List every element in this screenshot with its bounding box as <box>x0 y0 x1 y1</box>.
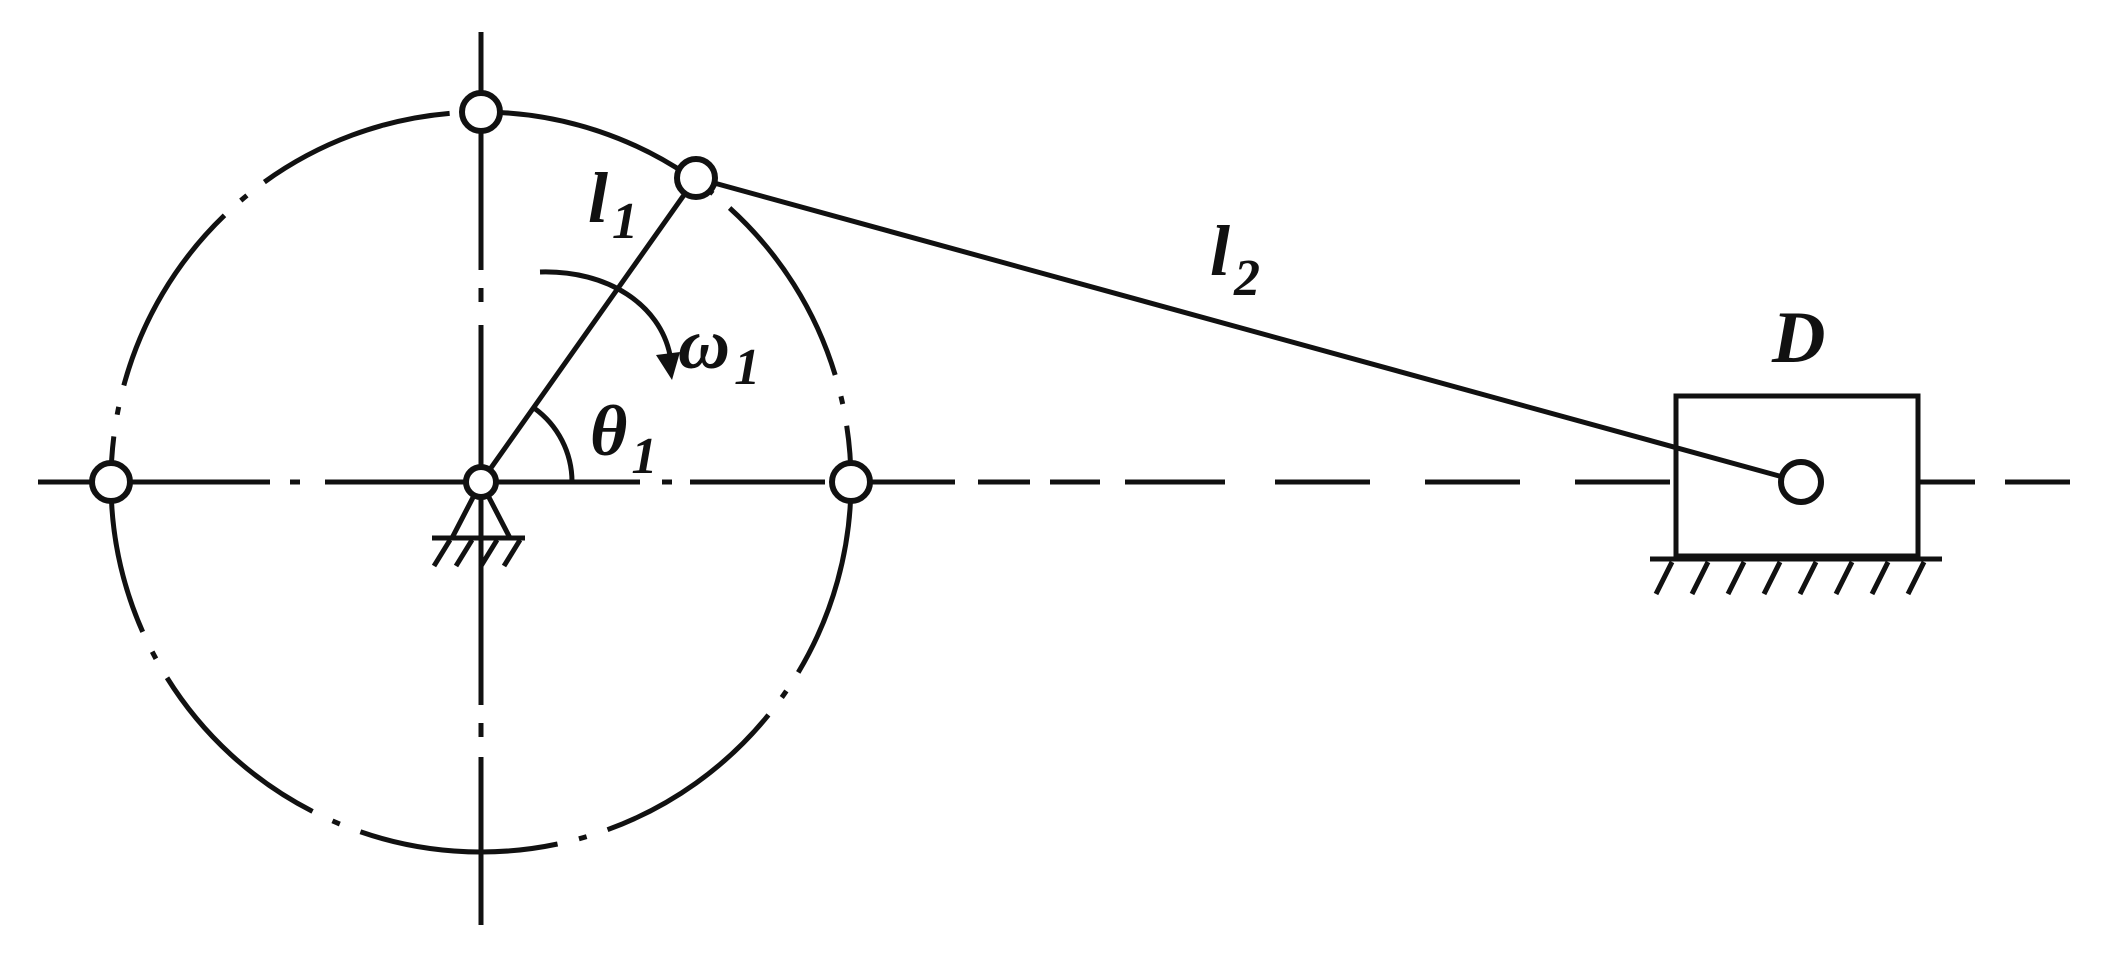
label-theta: θ1 <box>590 391 657 485</box>
label-slider-d: D <box>1771 297 1825 379</box>
crank-pin-joint <box>674 156 718 200</box>
label-l2-sub: 2 <box>1233 250 1260 307</box>
label-l1: l1 <box>588 158 638 250</box>
label-l2: l2 <box>1210 211 1260 307</box>
crank-link-l1 <box>478 176 699 484</box>
label-theta-main: θ <box>590 391 627 471</box>
left-position-joint <box>89 460 133 504</box>
slider-block <box>1673 393 1921 559</box>
label-omega-sub: 1 <box>734 339 760 396</box>
label-l1-sub: 1 <box>612 193 638 250</box>
ground-pivot-joint <box>463 464 499 500</box>
label-l1-main: l <box>588 158 608 238</box>
label-l2-main: l <box>1210 211 1230 291</box>
label-omega-main: ω <box>678 304 730 384</box>
slider-ground <box>1650 556 1942 596</box>
slider-pin-joint <box>1778 459 1824 505</box>
theta-angle-arc <box>532 405 575 483</box>
right-position-joint <box>829 460 873 504</box>
label-theta-sub: 1 <box>631 428 657 485</box>
coupler-link-l2 <box>695 175 1802 485</box>
omega-rotation-arrow <box>539 269 680 380</box>
top-position-joint <box>459 90 503 134</box>
label-omega: ω1 <box>678 304 760 396</box>
ground-pivot-support <box>431 476 525 568</box>
